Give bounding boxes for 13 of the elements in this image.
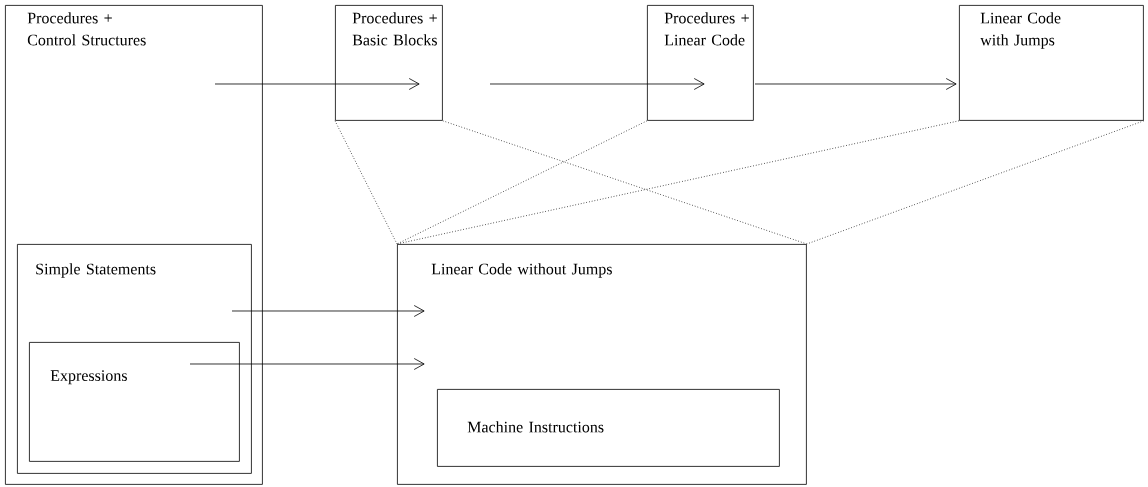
process-box: Expressions [29,342,240,462]
connector-line [396,120,960,245]
arrow [231,305,425,317]
arrow [189,358,425,370]
arrow [489,78,705,90]
process-box: Procedures + Basic Blocks [335,5,443,121]
process-box: Machine Instructions [437,389,780,467]
arrow [214,78,420,90]
connector-line [442,120,808,245]
process-box: Linear Code with Jumps [959,5,1144,121]
connector-line [334,120,398,245]
process-box: Procedures + Linear Code [647,5,754,121]
arrow [754,78,957,90]
